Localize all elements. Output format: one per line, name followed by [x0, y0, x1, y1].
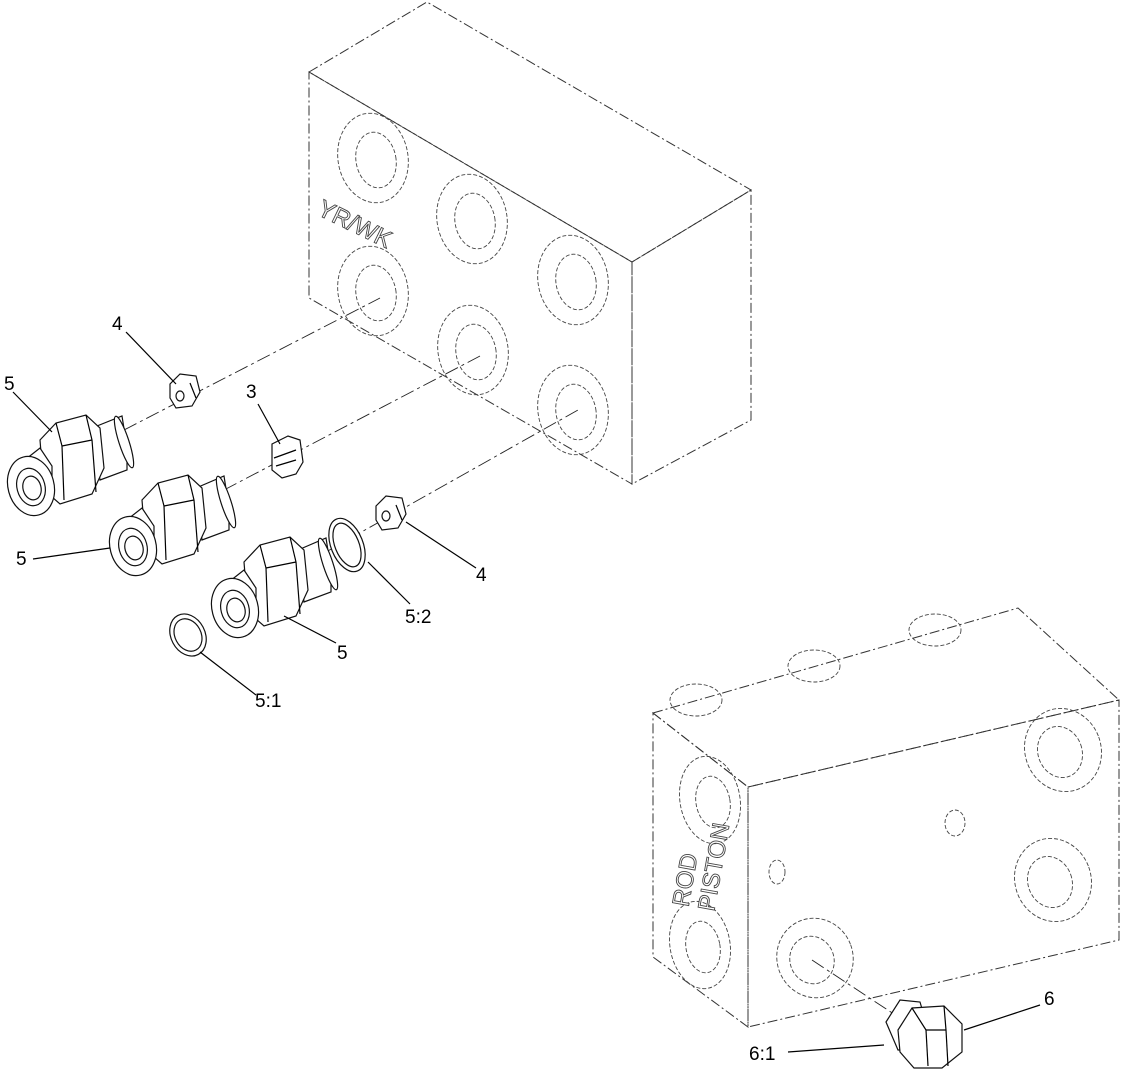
bottom-block-port	[679, 755, 741, 845]
leader-line-5-1	[199, 651, 257, 696]
bottom-block-front-face	[747, 699, 1120, 1028]
top-manifold-block: YR/WK	[308, 1, 752, 485]
o-ring-5-2	[328, 517, 366, 573]
bottom-block-marking: PISTON ROD	[667, 820, 736, 913]
leader-line-3	[257, 403, 281, 445]
axis-line-top	[123, 297, 381, 431]
top-block-front-face	[308, 71, 633, 485]
o-ring-5-1	[169, 613, 207, 657]
bottom-block-rear-fitting	[908, 613, 962, 647]
top-block-port	[337, 112, 409, 204]
bottom-block-rear-fitting	[669, 683, 723, 717]
callout-5-2: 5:2	[405, 607, 431, 628]
leader-line-5-2	[367, 561, 411, 605]
callout-6-1: 6:1	[749, 1044, 775, 1065]
leader-line-6-1	[787, 1044, 885, 1053]
leader-line-5-left	[12, 391, 53, 433]
bottom-block-small-hole	[768, 859, 786, 885]
bottom-block-port	[1014, 837, 1092, 923]
callout-4-top: 4	[112, 314, 123, 335]
top-block-port	[436, 173, 508, 265]
callout-5-bottom: 5	[337, 643, 348, 664]
leader-line-4-top	[125, 331, 177, 385]
bottom-block-rear-fitting	[787, 649, 841, 683]
bottom-block-port	[776, 917, 854, 999]
bottom-block-small-hole	[944, 809, 966, 837]
fitting-5-bottom	[210, 536, 339, 639]
axis-line-bottom	[325, 409, 579, 553]
top-block-port	[537, 234, 609, 326]
leader-line-4-right	[405, 521, 477, 569]
callout-3: 3	[246, 382, 257, 403]
bottom-block-port	[1024, 707, 1102, 793]
leader-line-6	[963, 1004, 1041, 1031]
leader-line-5-mid	[32, 547, 111, 560]
fitting-5-middle	[108, 474, 237, 577]
callout-6: 6	[1044, 989, 1055, 1010]
leader-line-5-bottom	[283, 615, 337, 644]
top-block-marking: YR/WK	[313, 195, 396, 254]
callout-5-1: 5:1	[255, 691, 281, 712]
bottom-manifold-block: PISTON ROD	[651, 607, 1121, 1028]
plug-6	[885, 999, 963, 1069]
bottom-block-left-face	[652, 711, 749, 1028]
top-block-port	[437, 304, 509, 396]
bottom-block-port	[669, 900, 731, 990]
bottom-block-top-face	[651, 607, 1121, 788]
callout-5-mid: 5	[16, 549, 27, 570]
orifice-4-right	[375, 495, 407, 531]
orifice-4-top	[169, 373, 201, 409]
fitting-5-left	[6, 414, 135, 517]
top-block-side-face	[631, 189, 752, 485]
callout-5-left: 5	[4, 374, 15, 395]
top-block-port	[537, 364, 609, 456]
top-block-port	[337, 245, 409, 337]
orifice-3	[271, 435, 304, 479]
axis-line-middle	[223, 355, 481, 491]
callout-4-right: 4	[476, 565, 487, 586]
